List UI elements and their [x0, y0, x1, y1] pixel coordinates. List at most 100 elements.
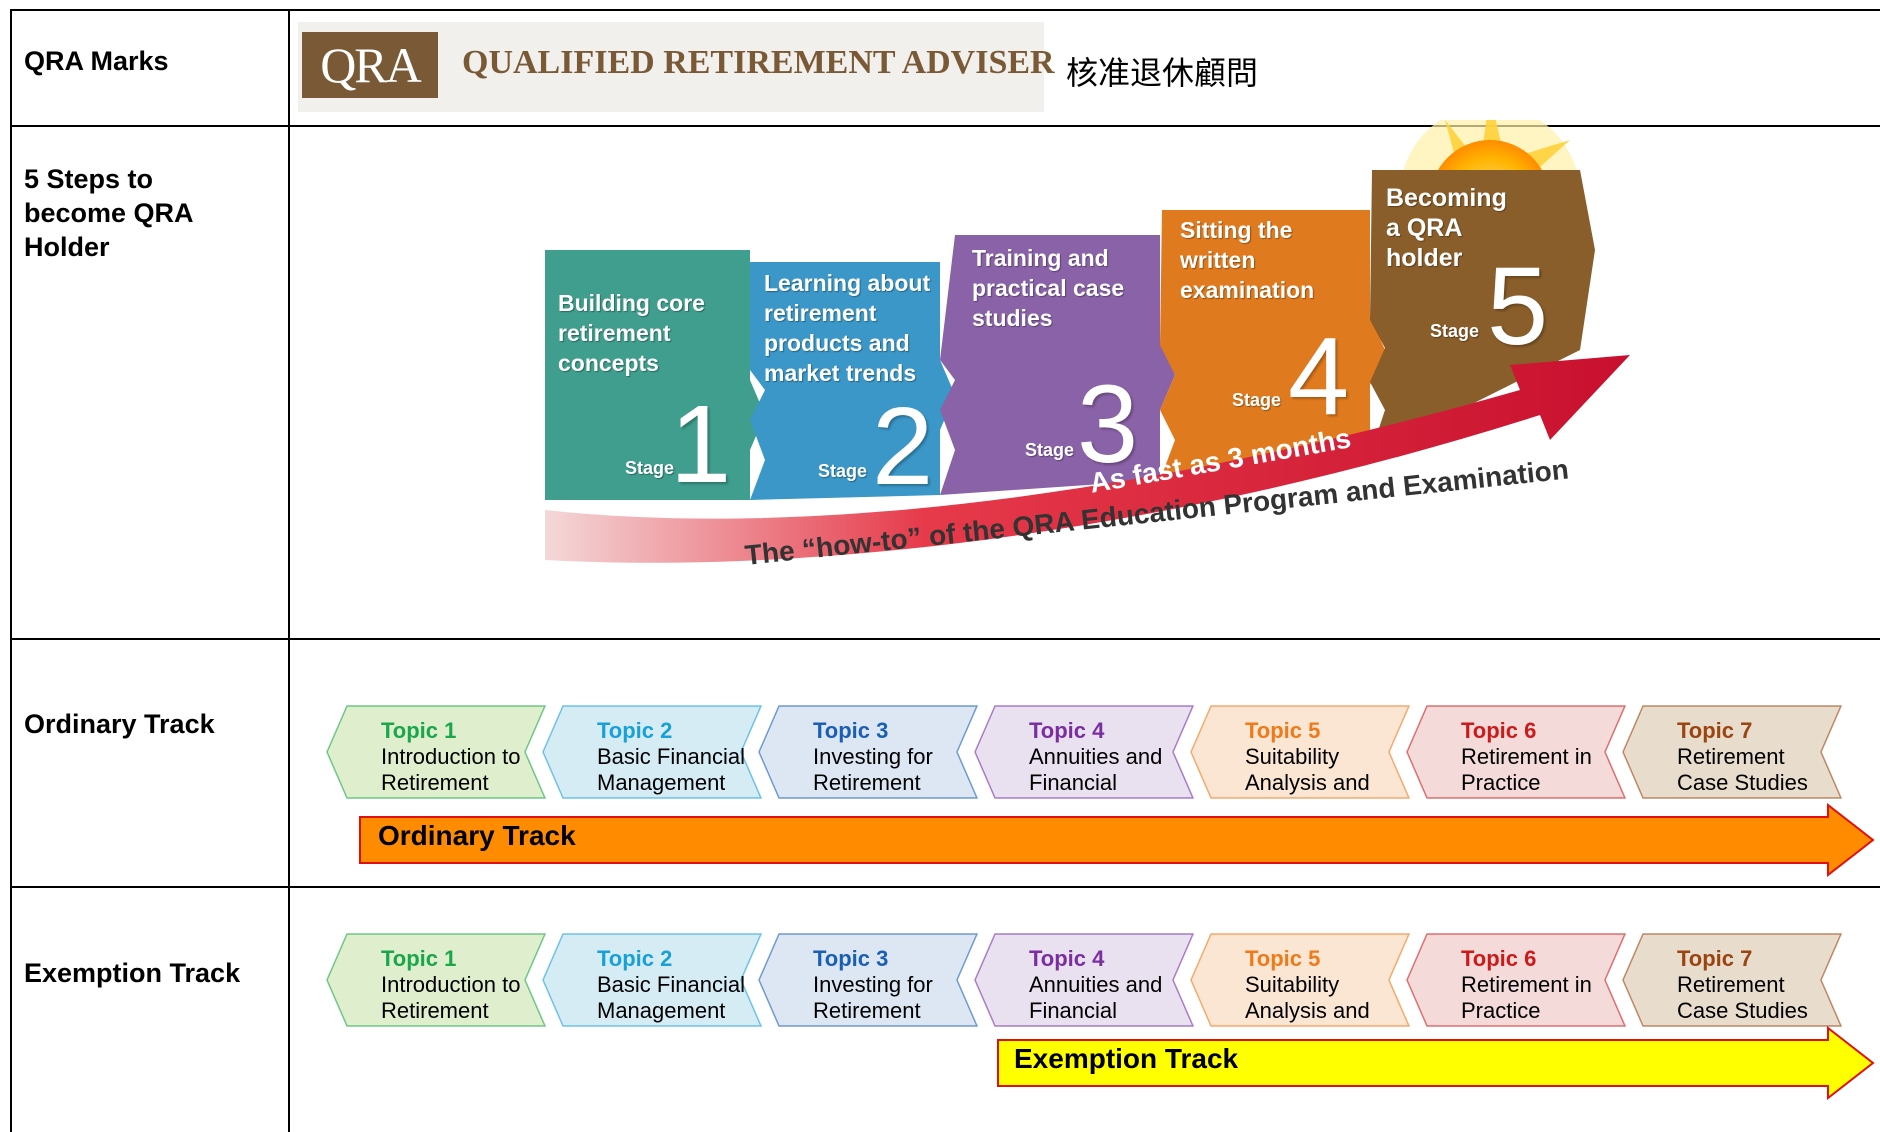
exemption-topic-3-title-line2: Retirement: [813, 998, 921, 1023]
ordinary-topic-4-chevron: [974, 705, 1195, 799]
exemption-topic-2-chevron: [542, 933, 763, 1027]
ordinary-topic-7-number: Topic 7: [1677, 718, 1753, 743]
exemption-topic-5-title-line1: Suitability: [1245, 972, 1340, 997]
ordinary-topic-3-number: Topic 3: [813, 718, 889, 743]
exemption-topic-7-chevron: [1622, 933, 1843, 1027]
ordinary-topic-6-chevron: [1406, 705, 1627, 799]
ordinary-topic-1-chevron: [326, 705, 547, 799]
ordinary-topic-1-title-line2: Retirement: [381, 770, 489, 795]
exemption-topic-7-title-line1: Retirement: [1677, 972, 1785, 997]
ordinary-topic-3-title-line2: Retirement: [813, 770, 921, 795]
exemption-track-arrow: [997, 1026, 1875, 1100]
steps-graphic: [545, 120, 1630, 563]
ordinary-topic-4-number: Topic 4: [1029, 718, 1105, 743]
stage-5-word: Stage: [1430, 321, 1480, 341]
ordinary-topic-3-chevron: [758, 705, 979, 799]
exemption-topic-7-title-line2: Case Studies: [1677, 998, 1808, 1023]
exemption-topic-1-number: Topic 1: [381, 946, 457, 971]
ordinary-topic-4-title-line2: Financial: [1029, 770, 1118, 795]
stage-4-number: 4: [1288, 315, 1350, 438]
ordinary-topic-2-chevron: [542, 705, 763, 799]
ordinary-topic-6-title-line2: Practice: [1461, 770, 1541, 795]
exemption-topic-1-chevron: [326, 933, 547, 1027]
row-divider: [10, 638, 1880, 640]
exemption-topic-5-title-line2: Analysis and: [1245, 998, 1370, 1023]
ordinary-topic-7-title-line1: Retirement: [1677, 744, 1785, 769]
progress-arrow: [545, 355, 1630, 563]
exemption-track-label: Exemption Track: [1014, 1043, 1239, 1074]
exemption-topic-3-title-line1: Investing for: [813, 972, 933, 997]
stage-2-number: 2: [872, 385, 934, 508]
stage-1-number: 1: [670, 383, 732, 506]
exemption-topic-4-number: Topic 4: [1029, 946, 1105, 971]
exemption-topic-1-title-line1: Introduction to: [381, 972, 521, 997]
ordinary-topic-2-title-line1: Basic Financial: [597, 744, 745, 769]
exemption-topic-1-title-line2: Retirement: [381, 998, 489, 1023]
exemption-topic-3-number: Topic 3: [813, 946, 889, 971]
ordinary-topic-2-number: Topic 2: [597, 718, 673, 743]
stage-3-block: [940, 235, 1175, 495]
ordinary-topic-1-number: Topic 1: [381, 718, 457, 743]
ordinary-topic-7-title-line2: Case Studies: [1677, 770, 1808, 795]
stage-1-word: Stage: [625, 458, 675, 478]
row-divider: [10, 125, 1880, 127]
row-label-steps: 5 Steps to become QRA Holder: [24, 164, 193, 262]
qra-logo-chinese: 核准退休顧問: [1066, 55, 1259, 91]
column-divider: [288, 9, 290, 1132]
exemption-topic-6-title-line1: Retirement in: [1461, 972, 1592, 997]
ordinary-topic-2-title-line2: Management: [597, 770, 726, 795]
row-label-ordinary: Ordinary Track: [24, 709, 215, 739]
ordinary-topic-1-title-line1: Introduction to: [381, 744, 521, 769]
stage-5-block: [1370, 170, 1595, 455]
exemption-topic-5-chevron: [1190, 933, 1411, 1027]
stage-2-word: Stage: [818, 461, 868, 481]
ordinary-topic-5-title-line1: Suitability: [1245, 744, 1340, 769]
ordinary-topic-7-chevron: [1622, 705, 1843, 799]
stage-2-block: [750, 262, 955, 500]
ordinary-track-label: Ordinary Track: [378, 820, 576, 851]
ordinary-track-arrow: [359, 803, 1875, 877]
ordinary-topic-3-title-line1: Investing for: [813, 744, 933, 769]
ordinary-topic-4-title-line1: Annuities and: [1029, 744, 1163, 769]
exemption-topic-6-chevron: [1406, 933, 1627, 1027]
row-label-exemption: Exemption Track: [24, 958, 241, 988]
stage-1-block: [545, 250, 765, 500]
stage-3-title: Training and practical case studies: [972, 245, 1125, 331]
ordinary-topic-6-title-line1: Retirement in: [1461, 744, 1592, 769]
stage-3-number: 3: [1077, 363, 1139, 486]
qra-logo-mark: QRA: [302, 32, 438, 98]
row-label-qra-marks: QRA Marks: [24, 46, 169, 76]
exemption-topic-2-title-line2: Management: [597, 998, 726, 1023]
exemption-topic-7-number: Topic 7: [1677, 946, 1753, 971]
stage-3-word: Stage: [1025, 440, 1075, 460]
stage-4-word: Stage: [1232, 390, 1282, 410]
exemption-topic-6-title-line2: Practice: [1461, 998, 1541, 1023]
exemption-topic-2-number: Topic 2: [597, 946, 673, 971]
exemption-topic-4-chevron: [974, 933, 1195, 1027]
stage-4-block: [1160, 210, 1385, 480]
ordinary-topic-6-number: Topic 6: [1461, 718, 1537, 743]
stage-2-title: Learning about retirement products and m…: [764, 270, 931, 386]
ordinary-topic-5-chevron: [1190, 705, 1411, 799]
stage-4-title: Sitting the written examination: [1180, 217, 1315, 303]
exemption-topic-3-chevron: [758, 933, 979, 1027]
row-divider: [10, 886, 1880, 888]
qra-logo-text: QUALIFIED RETIREMENT ADVISER: [462, 44, 1055, 81]
exemption-topic-4-title-line1: Annuities and: [1029, 972, 1163, 997]
exemption-topic-5-number: Topic 5: [1245, 946, 1321, 971]
stage-5-number: 5: [1487, 245, 1549, 368]
ordinary-topic-5-number: Topic 5: [1245, 718, 1321, 743]
